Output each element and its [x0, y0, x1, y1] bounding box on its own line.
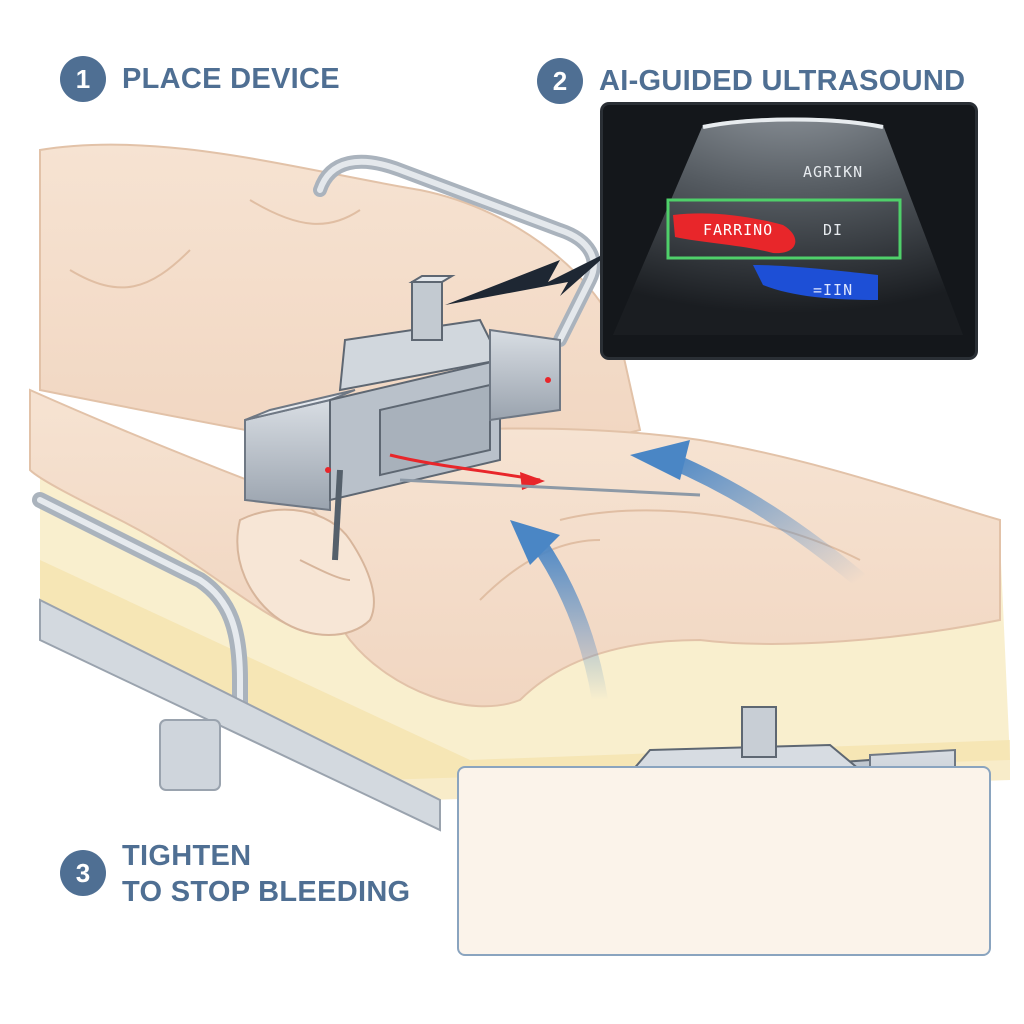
step-number-badge: 3 — [60, 850, 106, 896]
ultrasound-top-label: AGRIKN — [803, 163, 864, 181]
step-number-badge: 2 — [537, 58, 583, 104]
tourniquet-device — [244, 275, 701, 561]
step-1-heading: 1 PLACE DEVICE — [60, 56, 340, 102]
step-title-line-1: TIGHTEN — [122, 840, 252, 872]
step-3-heading: 3 TIGHTEN TO STOP BLEEDING — [60, 838, 410, 910]
ultrasound-image — [613, 117, 963, 335]
step-title: TIGHTEN TO STOP BLEEDING — [122, 838, 410, 910]
hand — [236, 508, 375, 636]
roi-label: DI — [823, 221, 844, 239]
step-number-badge: 1 — [60, 56, 106, 102]
roi-box — [666, 198, 902, 260]
guide-arrows — [510, 440, 866, 702]
step-2-heading: 2 AI-GUIDED ULTRASOUND — [537, 58, 965, 104]
callout-pointer — [445, 250, 612, 305]
bed-rail-lower — [32, 492, 441, 832]
artery-label: FARRINO — [703, 221, 774, 239]
tighten-detail-inset — [457, 766, 991, 956]
vein-vessel — [753, 265, 878, 300]
artery-vessel — [673, 213, 796, 254]
step-title: AI-GUIDED ULTRASOUND — [599, 64, 966, 97]
step-title: PLACE DEVICE — [122, 62, 340, 95]
ultrasound-display: AGRIKN FARRINO DI =IIN — [603, 105, 975, 357]
vein-label: =IIN — [813, 281, 854, 299]
step-title-line-2: TO STOP BLEEDING — [122, 876, 411, 908]
